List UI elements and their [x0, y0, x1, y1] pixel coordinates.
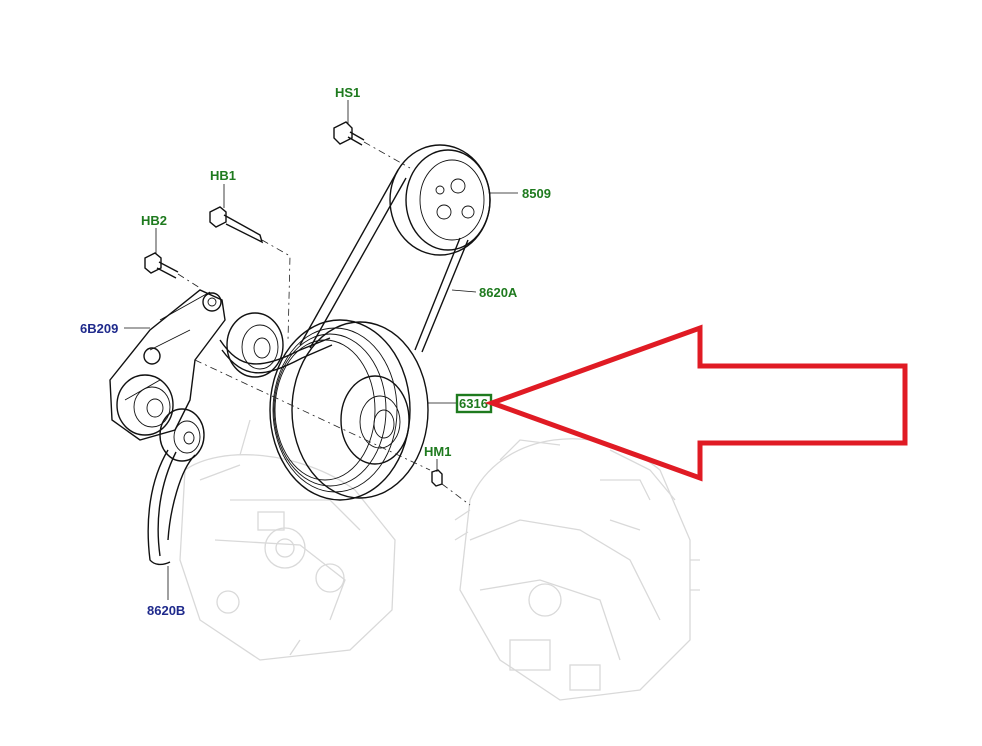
idler-pulley-belt-side: [159, 408, 205, 462]
bolt-hb1: [209, 206, 264, 244]
label-hm1: HM1: [424, 444, 451, 459]
label-6316: 6316: [459, 396, 488, 411]
ac-compressor-ghost: [179, 419, 396, 661]
label-hb2: HB2: [141, 213, 167, 228]
leader-lines: [124, 100, 518, 600]
alternator-ghost: [454, 438, 700, 701]
label-hb1: HB1: [210, 168, 236, 183]
bolt-hm1: [431, 469, 443, 487]
label-hs1: HS1: [335, 85, 360, 100]
bolt-hs1: [333, 121, 365, 146]
label-8509: 8509: [522, 186, 551, 201]
assembly-axes: [177, 141, 471, 506]
arrow-pointer-icon: [484, 324, 908, 482]
tensioner-6b209: [109, 289, 284, 462]
label-8620b: 8620B: [147, 603, 185, 618]
pulley-6316: [269, 319, 429, 501]
idler-pulley-lower: [116, 374, 174, 436]
pulley-8509: [389, 144, 491, 256]
drive-belt-8620b: [147, 449, 196, 566]
bolt-hb2: [144, 252, 179, 279]
label-8620a: 8620A: [479, 285, 518, 300]
label-6b209: 6B209: [80, 321, 118, 336]
idler-pulley-upper: [226, 312, 284, 378]
highlight-6316: 6316: [455, 393, 493, 414]
drive-belt-8620a: [219, 169, 469, 374]
